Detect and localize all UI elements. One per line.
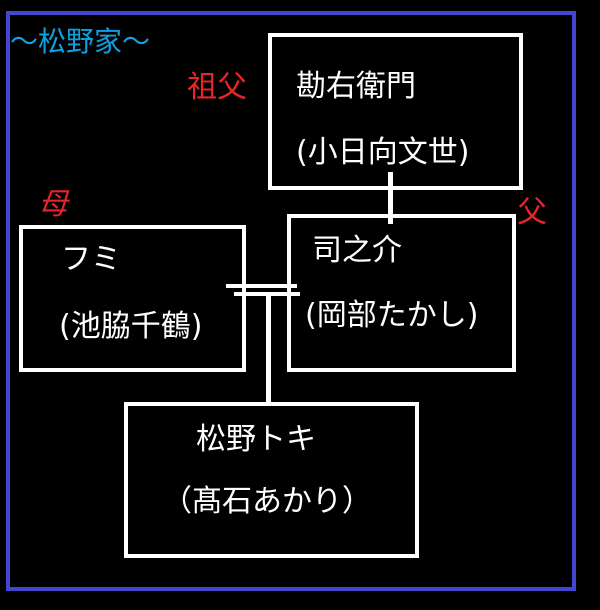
role-mother: 母: [38, 187, 68, 222]
person-box-grandfather: 勘右衛門 (小日向文世): [268, 33, 523, 190]
person-actor: （髙石あかり）: [162, 484, 372, 519]
role-grandfather: 祖父: [187, 70, 247, 105]
parent-child-connector: [266, 294, 271, 404]
diagram-frame: [6, 11, 576, 591]
marriage-line-top: [226, 284, 297, 288]
person-box-child: 松野トキ （髙石あかり）: [124, 402, 419, 558]
person-name: フミ: [61, 242, 121, 277]
person-box-father: 司之介 (岡部たかし): [287, 214, 516, 372]
person-name: 司之介: [312, 233, 402, 268]
family-title: 〜松野家〜: [10, 25, 151, 58]
grandfather-father-connector: [388, 172, 393, 224]
person-actor: (池脇千鶴): [59, 309, 203, 344]
person-name: 勘右衛門: [296, 69, 416, 104]
person-actor: (岡部たかし): [305, 298, 479, 333]
person-actor: (小日向文世): [296, 135, 470, 170]
person-name: 松野トキ: [196, 422, 316, 457]
person-box-mother: フミ (池脇千鶴): [19, 225, 246, 372]
role-father: 父: [517, 195, 547, 230]
